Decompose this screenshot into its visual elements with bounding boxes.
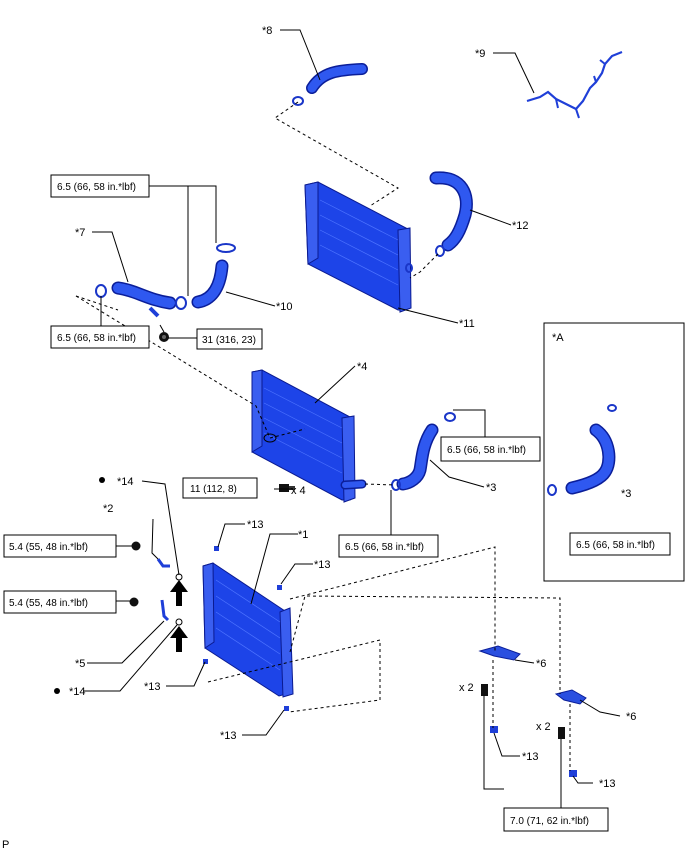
callout-14: *14 xyxy=(69,686,86,698)
torque-spec-text: 6.5 (66, 58 in.*lbf) xyxy=(576,540,655,551)
inset-label: *A xyxy=(552,332,564,344)
torque-spec-box-3: 31 (316, 23) xyxy=(196,328,263,350)
torque-spec-text: 31 (316, 23) xyxy=(202,335,256,346)
torque-spec-text: 6.5 (66, 58 in.*lbf) xyxy=(447,445,526,456)
quantity-label: x 2 xyxy=(459,682,474,694)
radiator-part-4 xyxy=(251,369,367,503)
upper-hose-part-8 xyxy=(292,63,368,106)
callout-labels: *8 *9 *12 *11 *7 *10 *4 *3 *3 *1 *14 *2 … xyxy=(2,25,636,851)
inset-clamp-top xyxy=(607,404,617,412)
torque-spec-box-5: 11 (112, 8) xyxy=(182,477,258,499)
callout-4: *4 xyxy=(357,361,367,373)
torque-spec-box-8: 5.4 (55, 48 in.*lbf) xyxy=(3,590,117,614)
torque-spec-box-1: 6.5 (66, 58 in.*lbf) xyxy=(50,174,150,198)
clip-part-2 xyxy=(156,558,170,568)
callout-2: *2 xyxy=(103,503,113,515)
bolt-icon-31 xyxy=(159,332,169,342)
callout-13: *13 xyxy=(220,730,237,742)
torque-spec-box-6: 6.5 (66, 58 in.*lbf) xyxy=(338,534,439,558)
callout-3: *3 xyxy=(486,482,496,494)
bracket-part-6b xyxy=(554,689,587,705)
bolt-icon-11 xyxy=(279,484,295,492)
torque-spec-box-2: 6.5 (66, 58 in.*lbf) xyxy=(50,325,150,349)
callout-12: *12 xyxy=(512,220,529,232)
arrow-up-icon-b xyxy=(170,626,188,652)
callout-9: *9 xyxy=(475,48,485,60)
bolt-icon-70b xyxy=(558,727,565,739)
hose-part-12 xyxy=(429,171,473,257)
bracket-part-6a xyxy=(478,645,521,661)
callout-11: *11 xyxy=(459,318,475,330)
torque-spec-box-9: 6.5 (66, 58 in.*lbf) xyxy=(569,532,671,556)
torque-spec-text: 6.5 (66, 58 in.*lbf) xyxy=(345,542,424,553)
quantity-label: x 2 xyxy=(536,721,551,733)
torque-spec-text: 7.0 (71, 62 in.*lbf) xyxy=(510,816,589,827)
callout-13: *13 xyxy=(599,778,616,790)
quantity-label: x 4 xyxy=(291,485,306,497)
callout-6: *6 xyxy=(536,658,546,670)
bolt-icon-70a xyxy=(481,684,488,696)
callout-13: *13 xyxy=(314,559,331,571)
callout-7: *7 xyxy=(75,227,85,239)
hose-part-7 xyxy=(95,281,187,318)
callout-13: *13 xyxy=(144,681,161,693)
torque-spec-text: 5.4 (55, 48 in.*lbf) xyxy=(9,598,88,609)
torque-spec-text: 5.4 (55, 48 in.*lbf) xyxy=(9,542,88,553)
callout-1: *1 xyxy=(298,529,308,541)
radiator-part-1 xyxy=(202,562,294,698)
radiator-part-11 xyxy=(304,181,413,313)
torque-spec-box-10: 7.0 (71, 62 in.*lbf) xyxy=(503,807,609,832)
callout-6: *6 xyxy=(626,711,636,723)
torque-spec-box-4: 6.5 (66, 58 in.*lbf) xyxy=(440,436,541,462)
dashed-guides xyxy=(75,101,571,771)
point-marker-b xyxy=(175,618,183,626)
callout-13: *13 xyxy=(522,751,539,763)
wire-harness-part-9 xyxy=(526,50,623,119)
point-icon-14a xyxy=(99,477,105,483)
bolt-icon-54a xyxy=(131,541,141,551)
torque-spec-box-7: 5.4 (55, 48 in.*lbf) xyxy=(3,534,117,558)
corner-mark: P xyxy=(2,839,9,851)
callout-10: *10 xyxy=(276,301,293,313)
torque-spec-text: 11 (112, 8) xyxy=(190,484,237,495)
bolt-icon-54b xyxy=(129,597,139,607)
callout-5: *5 xyxy=(75,658,85,670)
leader-lines xyxy=(83,29,658,808)
clip-part-5 xyxy=(160,599,170,622)
arrow-up-icon-a xyxy=(170,580,188,606)
callout-3-inset: *3 xyxy=(621,488,631,500)
callout-13: *13 xyxy=(247,519,264,531)
bracket-icon-13 xyxy=(203,546,577,777)
inset-clamp-bottom xyxy=(547,484,557,496)
hose-part-3 xyxy=(391,412,456,491)
torque-spec-text: 6.5 (66, 58 in.*lbf) xyxy=(57,182,136,193)
callout-14: *14 xyxy=(117,476,134,488)
torque-spec-text: 6.5 (66, 58 in.*lbf) xyxy=(57,333,136,344)
point-icon-14b xyxy=(54,688,60,694)
callout-8: *8 xyxy=(262,25,272,37)
hose-part-10 xyxy=(191,243,236,309)
